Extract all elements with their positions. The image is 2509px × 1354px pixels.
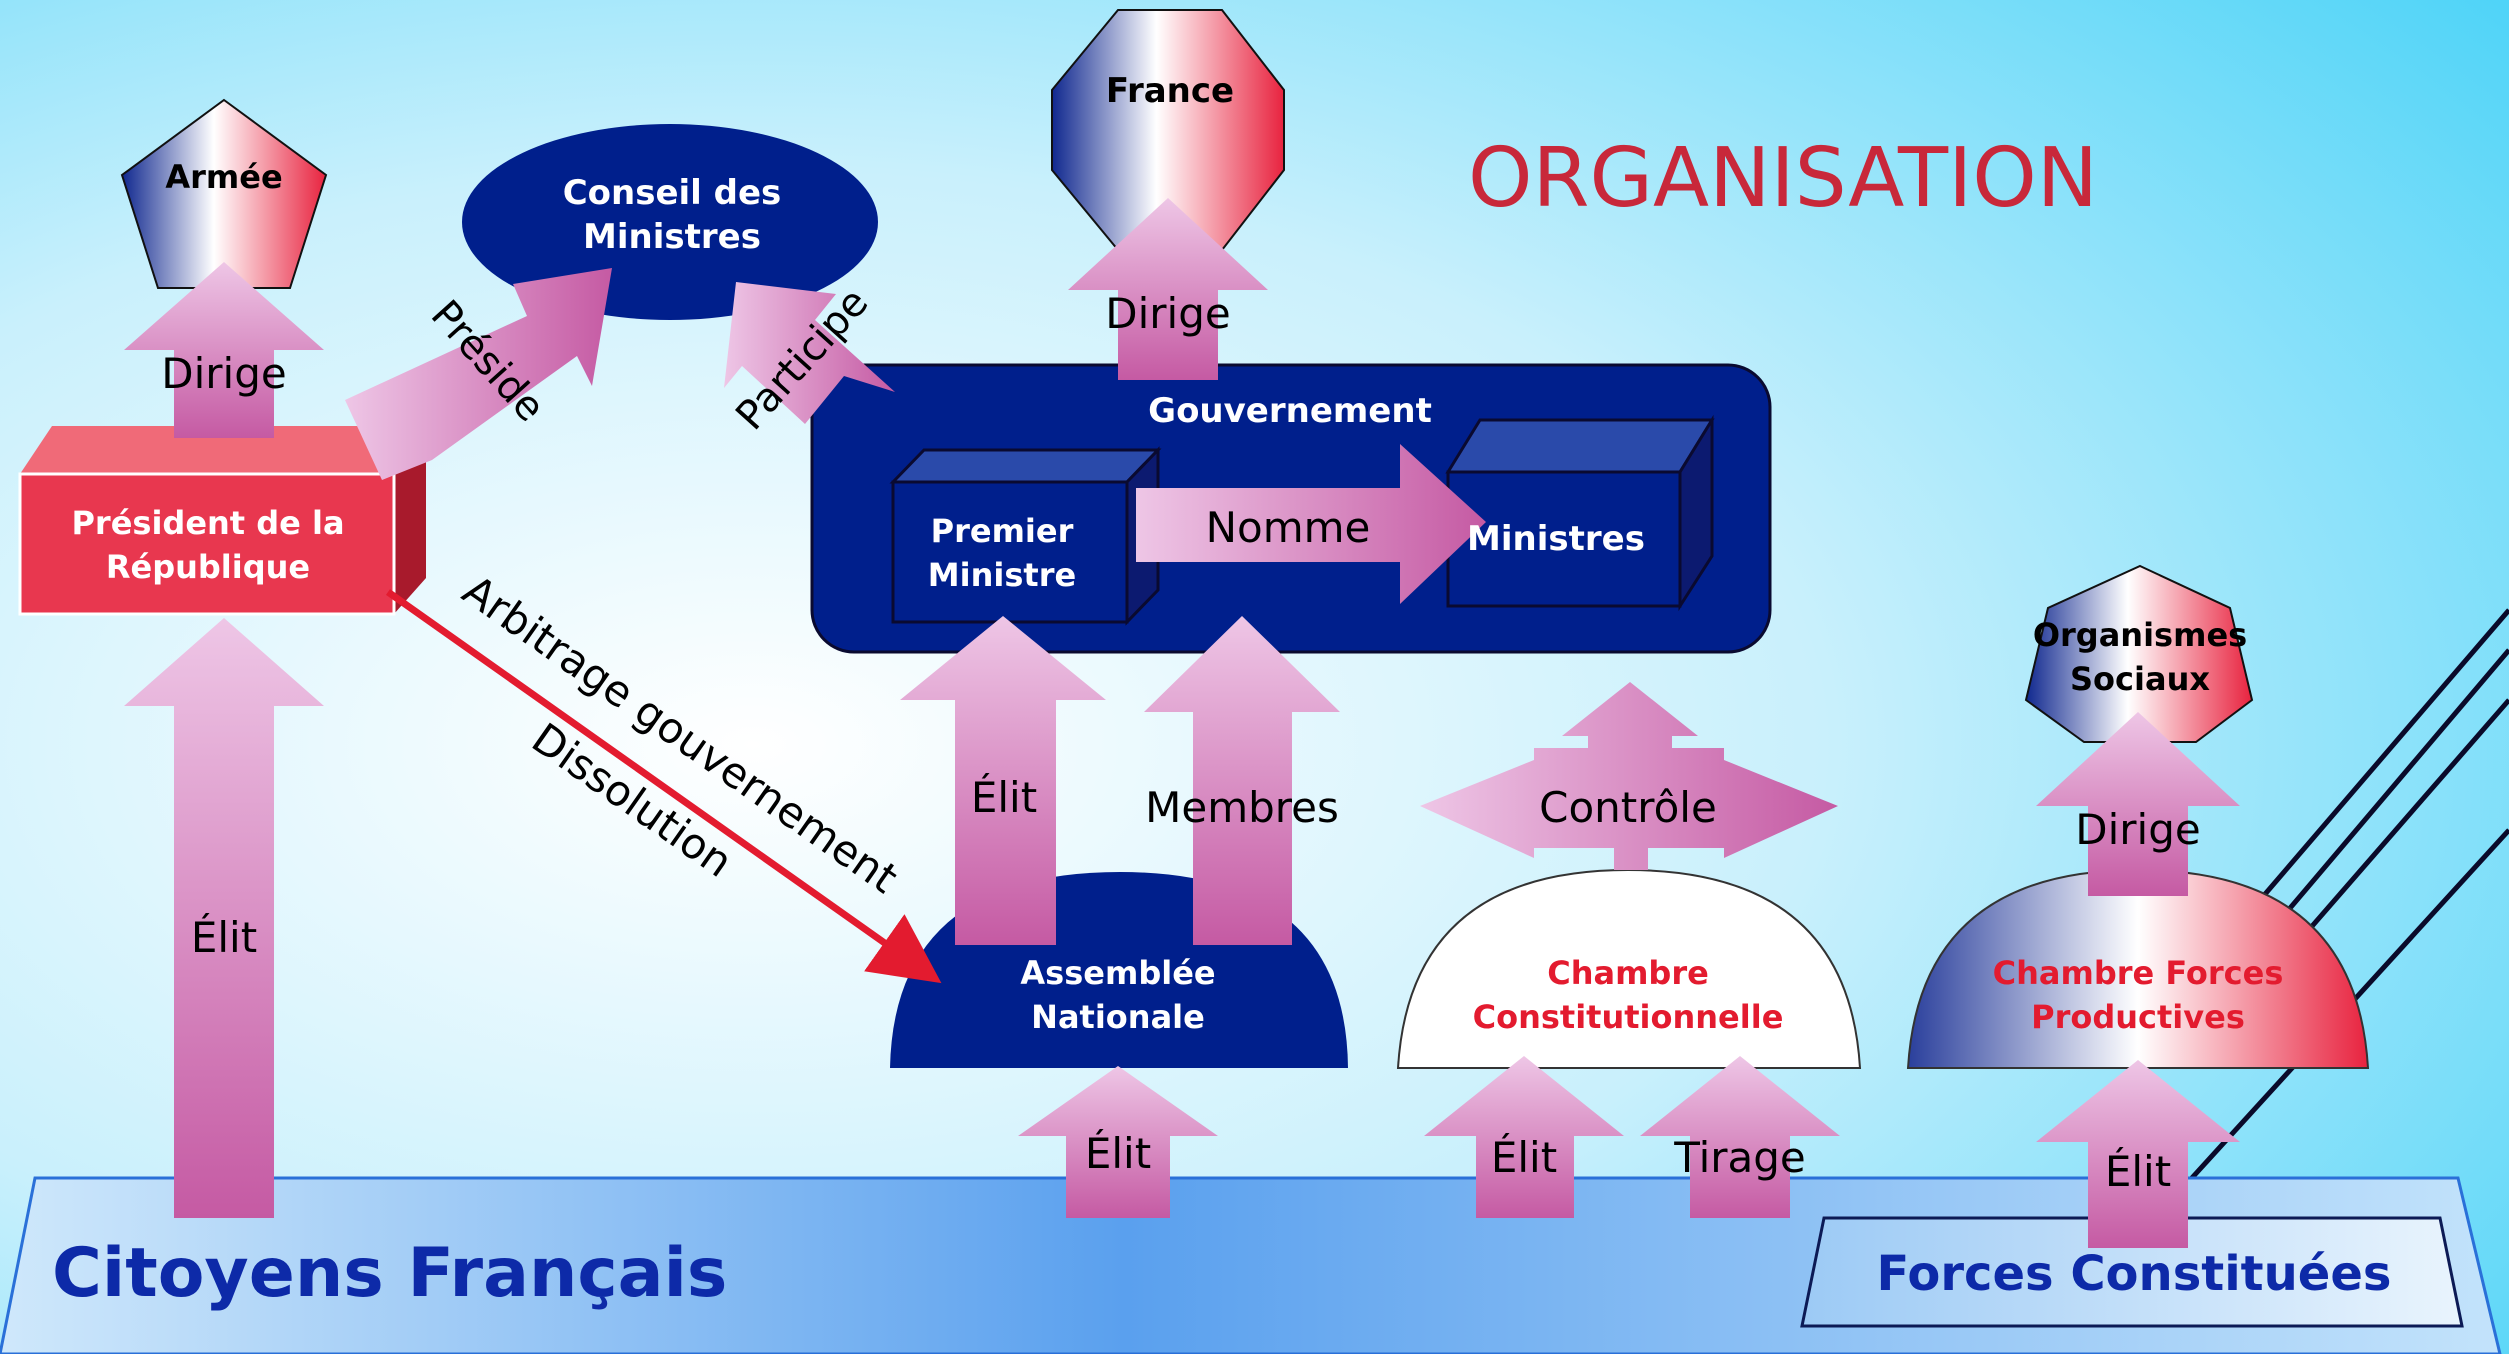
arrow-elit-assemblee <box>1018 1066 1218 1218</box>
armee-label: Armée <box>165 158 282 196</box>
arrow-nomme <box>1136 444 1486 604</box>
premier-ministre-label-line1: Premier <box>931 512 1074 550</box>
chambre-forces-label-line2: Productives <box>2031 998 2245 1036</box>
page-title: ORGANISATION <box>1468 131 2098 226</box>
arrow-dirige-france <box>1068 198 1268 380</box>
elit-president-label: Élit <box>191 912 257 962</box>
ministres-node <box>1445 414 1715 612</box>
assemblee-label-line2: Nationale <box>1031 998 1205 1036</box>
membres-label: Membres <box>1145 783 1339 832</box>
arrow-elit-premier <box>900 616 1106 945</box>
conseil-node <box>462 124 878 320</box>
arrow-elit-president <box>124 618 324 1218</box>
premier-ministre-node <box>889 446 1162 626</box>
arrow-tirage <box>1640 1056 1840 1218</box>
dirige-organismes-label: Dirige <box>2075 805 2200 854</box>
arrow-preside <box>345 268 612 480</box>
arrow-controle <box>1420 682 1838 870</box>
conseil-label-line1: Conseil des <box>563 173 782 213</box>
premier-ministre-label-line2: Ministre <box>928 556 1076 594</box>
arrow-dirige-armee <box>124 262 324 438</box>
ministres-label: Ministres <box>1467 519 1645 559</box>
chambre-constitutionnelle-label-line2: Constitutionnelle <box>1473 998 1784 1036</box>
arrow-participe <box>724 282 895 424</box>
organismes-label-line2: Sociaux <box>2070 660 2210 698</box>
conseil-label-line2: Ministres <box>583 217 761 257</box>
dirige-france-label: Dirige <box>1105 289 1230 338</box>
tirage-label: Tirage <box>1673 1133 1806 1182</box>
organismes-label-line1: Organismes <box>2033 616 2247 654</box>
assemblee-label-line1: Assemblée <box>1020 954 1215 992</box>
forces-constituees-box <box>1800 1216 2464 1328</box>
arrow-dirige-organismes <box>2036 712 2240 896</box>
chambre-constitutionnelle-label-line1: Chambre <box>1547 954 1709 992</box>
citoyens-label: Citoyens Français <box>52 1234 727 1313</box>
elit-premier-label: Élit <box>971 772 1037 822</box>
dirige-armee-label: Dirige <box>161 349 286 398</box>
elit-assemblee-label: Élit <box>1085 1128 1151 1178</box>
elit-chambre-forces-label: Élit <box>2105 1146 2171 1196</box>
nomme-label: Nomme <box>1206 503 1371 552</box>
france-label: France <box>1106 71 1234 111</box>
arrow-elit-chambre-constitutionnelle <box>1424 1056 1624 1218</box>
president-label-line2: République <box>106 548 310 586</box>
president-label-line1: Président de la <box>71 504 344 542</box>
elit-chambre-constitutionnelle-label: Élit <box>1491 1132 1557 1182</box>
arrow-arbitrage <box>385 589 942 984</box>
arrow-membres <box>1144 616 1340 945</box>
gouvernement-label: Gouvernement <box>1148 391 1432 431</box>
controle-label: Contrôle <box>1539 783 1717 832</box>
president-node <box>18 426 426 616</box>
arrow-elit-chambre-forces <box>2036 1060 2240 1248</box>
forces-constituees-label: Forces Constituées <box>1877 1246 2392 1302</box>
chambre-constitutionnelle-node <box>1396 868 1862 1069</box>
chambre-forces-label-line1: Chambre Forces <box>1993 954 2284 992</box>
